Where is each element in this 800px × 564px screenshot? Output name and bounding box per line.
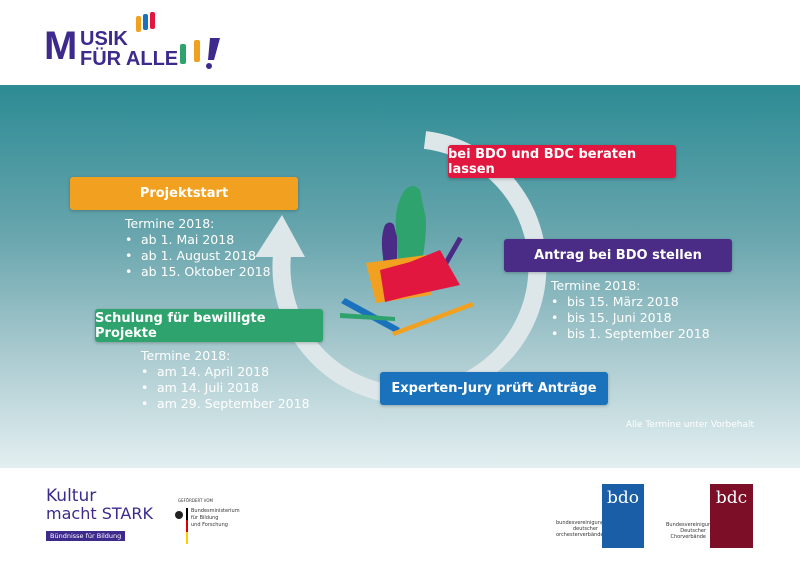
- gefoerdert-label: GEFÖRDERT VOM: [178, 498, 213, 503]
- process-diagram: Projektstart Termine 2018: ab 1. Mai 201…: [0, 85, 800, 468]
- bmbf-name: Bundesministerium: [191, 508, 240, 514]
- date-item: am 29. September 2018: [141, 396, 310, 412]
- flag-bar-icon: [186, 508, 188, 544]
- date-item: ab 1. Mai 2018: [125, 232, 271, 248]
- step-jury: Experten-Jury prüft Anträge: [380, 372, 608, 405]
- people-book-illustration-icon: [340, 186, 474, 336]
- bdo-name: deutscher: [572, 526, 598, 532]
- step-beraten: bei BDO und BDC beraten lassen: [448, 145, 676, 178]
- bdc-abbr: bdc: [710, 484, 753, 548]
- projektstart-dates: Termine 2018: ab 1. Mai 2018ab 1. August…: [125, 216, 271, 280]
- footer-logos: Kultur macht STARK Bündnisse für Bildung…: [0, 468, 800, 564]
- bdc-name: Bundesvereinigung: [666, 522, 715, 528]
- kultur-line1: Kultur: [46, 486, 97, 506]
- date-item: bis 1. September 2018: [551, 326, 710, 342]
- list-title: Termine 2018:: [141, 348, 231, 363]
- list-title: Termine 2018:: [125, 216, 215, 231]
- bdc-name: Chorverbände: [670, 534, 706, 540]
- schulung-dates: Termine 2018: am 14. April 2018am 14. Ju…: [141, 348, 310, 412]
- bmbf-name: und Forschung: [191, 522, 228, 528]
- bdc-name: Deutscher: [680, 528, 706, 534]
- date-item: ab 15. Oktober 2018: [125, 264, 271, 280]
- date-item: bis 15. März 2018: [551, 294, 710, 310]
- step-projektstart: Projektstart: [70, 177, 298, 210]
- kultur-macht-stark-logo: Kultur macht STARK Bündnisse für Bildung: [46, 488, 153, 542]
- date-item: am 14. Juli 2018: [141, 380, 310, 396]
- bmbf-logo: GEFÖRDERT VOM Bundesministerium für Bild…: [175, 498, 240, 544]
- antrag-dates: Termine 2018: bis 15. März 2018bis 15. J…: [551, 278, 710, 342]
- date-item: ab 1. August 2018: [125, 248, 271, 264]
- bmbf-name: für Bildung: [191, 515, 219, 521]
- step-schulung: Schulung für bewilligte Projekte: [95, 309, 323, 342]
- bdo-name: orchesterverbände: [556, 532, 604, 538]
- bdo-abbr: bdo: [602, 484, 644, 548]
- step-antrag: Antrag bei BDO stellen: [504, 239, 732, 272]
- disclaimer-note: Alle Termine unter Vorbehalt: [625, 420, 754, 430]
- date-item: bis 15. Juni 2018: [551, 310, 710, 326]
- kultur-tag: Bündnisse für Bildung: [46, 531, 126, 541]
- list-title: Termine 2018:: [551, 278, 641, 293]
- date-item: am 14. April 2018: [141, 364, 310, 380]
- cycle-arrow-icon: [255, 131, 547, 405]
- bdo-name: bundesvereinigung: [556, 520, 605, 526]
- eagle-icon: [175, 511, 183, 519]
- logo-figures-icon: [136, 12, 220, 69]
- kultur-line2: macht STARK: [46, 504, 153, 523]
